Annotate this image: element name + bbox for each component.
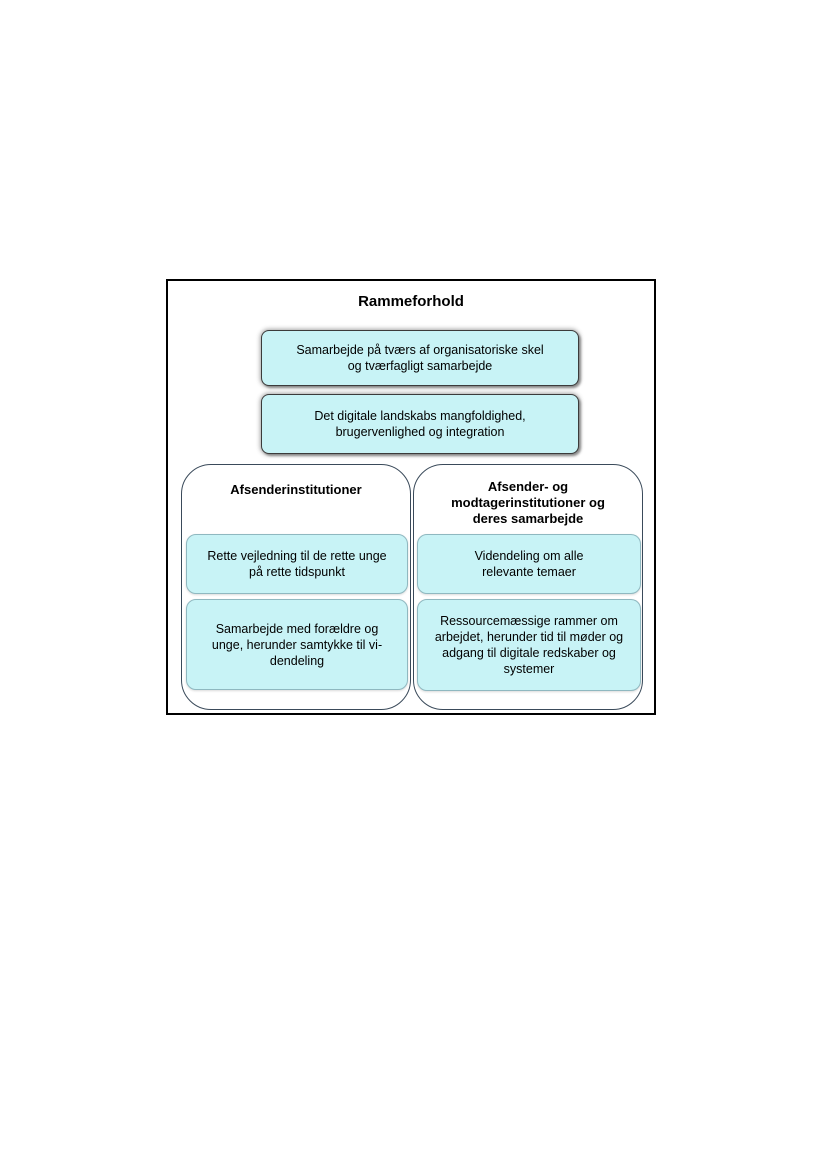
top-box-digital-landscape: Det digitale landskabs mangfoldighed, br… (261, 394, 579, 454)
panel-sender-institutions-title: Afsenderinstitutioner (230, 482, 362, 497)
diagram-title: Rammeforhold (358, 293, 464, 310)
panel-sender-receiver-item-knowledge-sharing: Videndeling om alle relevante temaer (417, 534, 641, 594)
panel-sender-institutions: Afsenderinstitutioner Rette vejledning t… (181, 464, 411, 710)
panel-sender-item-parents-collaboration: Samarbejde med forældre og unge, herunde… (186, 599, 408, 690)
panel-sender-item-guidance: Rette vejledning til de rette unge på re… (186, 534, 408, 594)
diagram-frame: Rammeforhold Samarbejde på tværs af orga… (166, 279, 656, 715)
panel-sender-receiver-item-resources: Ressourcemæssige rammer om arbejdet, her… (417, 599, 641, 691)
top-box-cross-organisational-collaboration: Samarbejde på tværs af organisatoriske s… (261, 330, 579, 386)
panel-sender-receiver-institutions: Afsender- og modtagerinstitutioner og de… (413, 464, 643, 710)
panel-sender-receiver-institutions-title: Afsender- og modtagerinstitutioner og de… (451, 479, 605, 526)
